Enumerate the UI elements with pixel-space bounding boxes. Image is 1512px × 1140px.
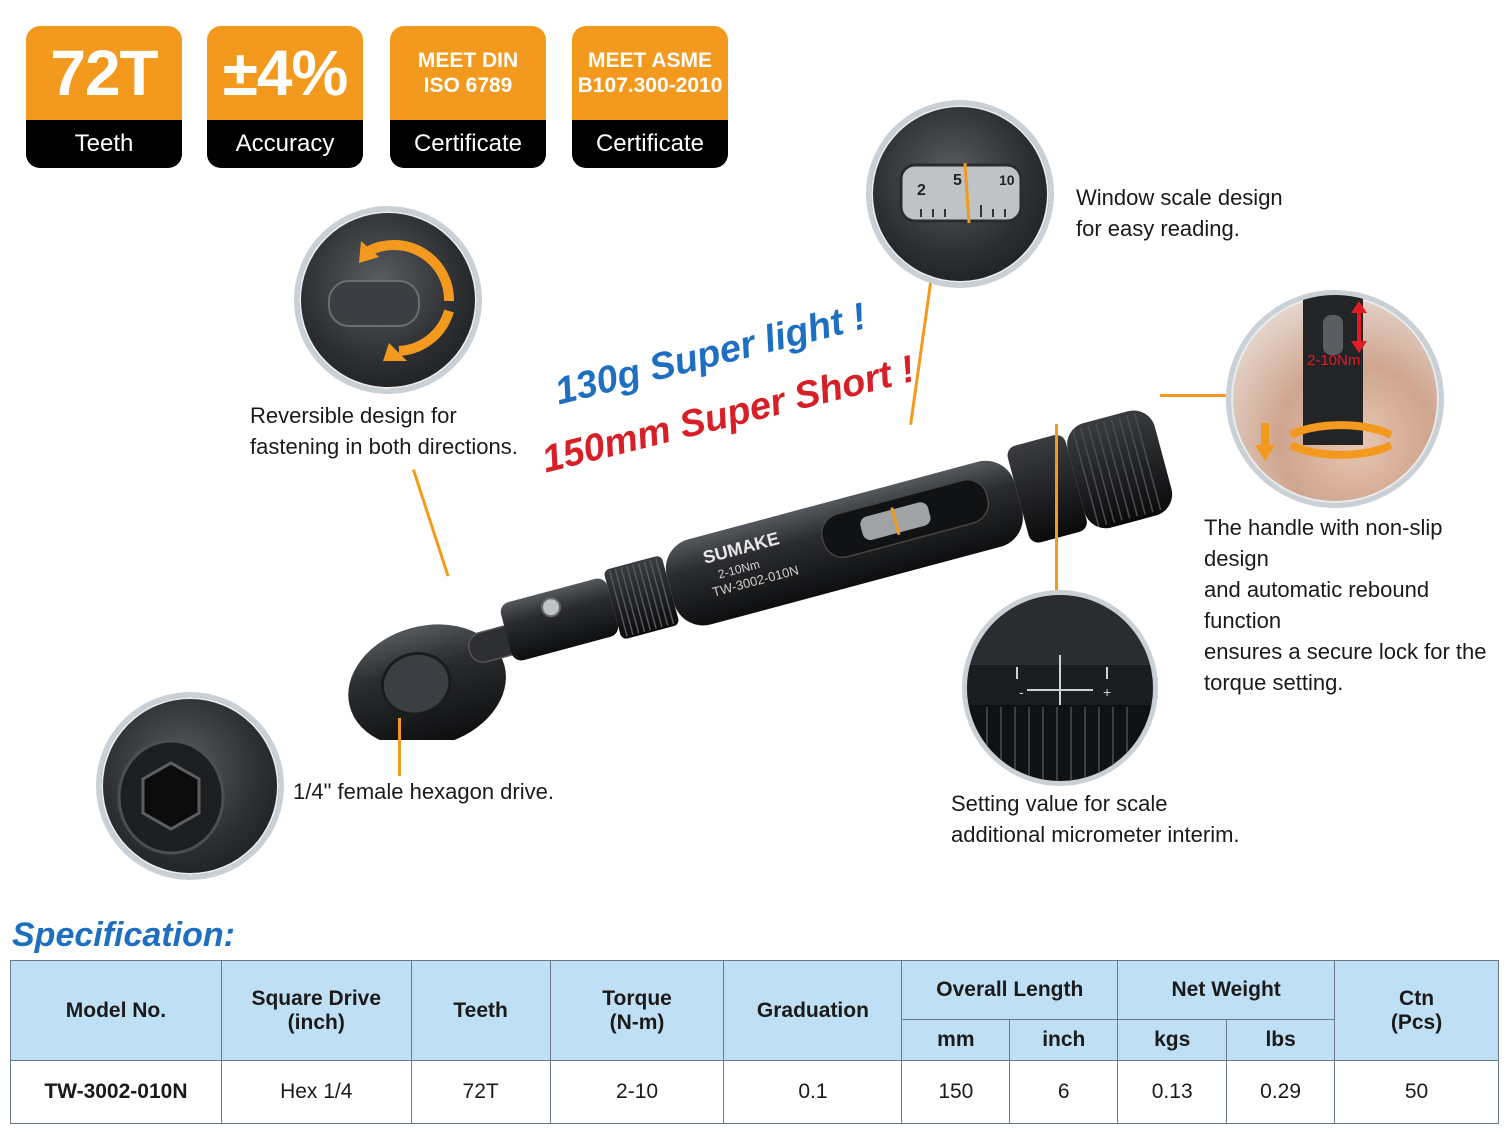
hex-drive-detail-image — [117, 739, 225, 855]
reversible-detail-image — [328, 240, 455, 361]
badge-accuracy-label: Accuracy — [207, 120, 363, 168]
header-ctn: Ctn (Pcs) — [1334, 960, 1499, 1061]
setting-plus-mark: + — [1103, 684, 1111, 700]
cell-model: TW-3002-010N — [10, 1060, 222, 1124]
hex-drive-detail-circle — [96, 692, 284, 880]
cell-ctn: 50 — [1334, 1060, 1499, 1124]
handle-knurl-lines — [1072, 413, 1162, 527]
badge-din-line2: ISO 6789 — [423, 74, 513, 97]
window-text: Window scale design for easy reading. — [1076, 182, 1283, 244]
header-square-drive-line1: Square Drive — [251, 986, 382, 1010]
header-inch: inch — [1009, 1019, 1119, 1061]
cell-square-drive: Hex 1/4 — [220, 1060, 412, 1124]
torque-wrench-illustration: SUMAKE 2-10Nm TW-3002-010N — [348, 410, 1173, 740]
reversible-line1: Reversible design for — [250, 403, 457, 428]
setting-minus-mark: - — [1019, 684, 1024, 700]
handle-range-label: 2-10Nm — [1307, 352, 1360, 369]
window-detail-circle: 2 5 10 — [866, 100, 1054, 288]
specification-table: Model No. Square Drive (inch) Teeth Torq… — [10, 960, 1499, 1124]
neck-screw — [540, 597, 561, 618]
badge-accuracy: ±4% Accuracy — [207, 26, 363, 168]
window-line2: for easy reading. — [1076, 216, 1240, 241]
handle-line4: torque setting. — [1204, 670, 1344, 695]
wrench-neck — [500, 578, 619, 661]
knurled-handle — [1067, 410, 1173, 529]
badge-teeth-value: 72T — [50, 37, 158, 109]
setting-detail-circle: - + — [962, 590, 1158, 786]
cell-teeth: 72T — [410, 1060, 551, 1124]
cell-inch: 6 — [1009, 1060, 1119, 1124]
handle-line1: The handle with non-slip design — [1204, 515, 1443, 571]
reversible-line2: fastening in both directions. — [250, 434, 518, 459]
handle-line2: and automatic rebound function — [1204, 577, 1430, 633]
header-square-drive-line2: (inch) — [287, 1010, 345, 1034]
leader-handle — [1160, 394, 1226, 397]
badge-din-certificate: MEET DIN ISO 6789 Certificate — [390, 26, 546, 168]
window-scale-5: 5 — [953, 172, 962, 189]
header-graduation: Graduation — [723, 960, 903, 1061]
cell-kgs: 0.13 — [1117, 1060, 1228, 1124]
hex-drive-text: 1/4" female hexagon drive. — [293, 776, 554, 807]
badge-teeth: 72T Teeth — [26, 26, 182, 168]
badge-din-label: Certificate — [390, 120, 546, 168]
setting-line1: Setting value for scale — [951, 791, 1168, 816]
leader-hex-drive — [398, 718, 401, 776]
table-row: TW-3002-010N Hex 1/4 72T 2-10 0.1 150 6 … — [10, 1060, 1499, 1124]
handle-text: The handle with non-slip design and auto… — [1204, 512, 1512, 698]
badge-asme-line2: B107.300-2010 — [577, 74, 723, 97]
header-lbs: lbs — [1226, 1019, 1336, 1061]
badge-din-text: MEET DIN ISO 6789 — [390, 26, 546, 120]
header-torque-line2: (N-m) — [609, 1010, 665, 1034]
badge-asme-label: Certificate — [572, 120, 728, 168]
leader-setting — [1055, 424, 1058, 592]
badge-accuracy-value: ±4% — [222, 37, 349, 109]
header-mm: mm — [901, 1019, 1011, 1061]
header-torque-line1: Torque — [602, 986, 672, 1010]
ratchet-drive-cap — [380, 651, 452, 716]
reversible-detail-circle — [294, 206, 482, 394]
setting-line2: additional micrometer interim. — [951, 822, 1240, 847]
header-kgs: kgs — [1117, 1019, 1228, 1061]
window-scale-10: 10 — [999, 172, 1015, 188]
cell-mm: 150 — [901, 1060, 1011, 1124]
cell-lbs: 0.29 — [1226, 1060, 1336, 1124]
header-square-drive: Square Drive (inch) — [220, 960, 412, 1061]
reversible-text: Reversible design for fastening in both … — [250, 400, 518, 462]
window-detail-image: 2 5 10 — [899, 162, 1023, 224]
handle-collar — [1007, 434, 1087, 543]
hex-drive-line1: 1/4" female hexagon drive. — [293, 779, 554, 804]
cell-graduation: 0.1 — [723, 1060, 903, 1124]
cell-torque: 2-10 — [549, 1060, 725, 1124]
header-ctn-line2: (Pcs) — [1390, 1010, 1443, 1034]
setting-text: Setting value for scale additional micro… — [951, 788, 1240, 850]
handle-detail-image: 2-10Nm — [1255, 295, 1393, 461]
badge-teeth-label: Teeth — [26, 120, 182, 168]
specification-title: Specification: — [12, 916, 235, 954]
header-overall-length: Overall Length — [901, 960, 1119, 1020]
window-scale-2: 2 — [917, 182, 926, 199]
setting-detail-image: - + — [967, 595, 1153, 781]
window-line1: Window scale design — [1076, 185, 1283, 210]
header-ctn-line1: Ctn — [1399, 986, 1435, 1010]
header-torque: Torque (N-m) — [549, 960, 725, 1061]
handle-line3: ensures a secure lock for the — [1204, 639, 1487, 664]
handle-detail-circle: 2-10Nm — [1226, 290, 1444, 508]
header-model: Model No. — [10, 960, 222, 1061]
badge-asme-certificate: MEET ASME B107.300-2010 Certificate — [572, 26, 728, 168]
badge-asme-line1: MEET ASME — [587, 49, 713, 72]
header-net-weight: Net Weight — [1117, 960, 1336, 1020]
knurl-lines — [608, 558, 675, 637]
badge-din-line1: MEET DIN — [417, 49, 519, 72]
header-teeth: Teeth — [410, 960, 551, 1061]
badge-asme-text: MEET ASME B107.300-2010 — [572, 26, 728, 120]
